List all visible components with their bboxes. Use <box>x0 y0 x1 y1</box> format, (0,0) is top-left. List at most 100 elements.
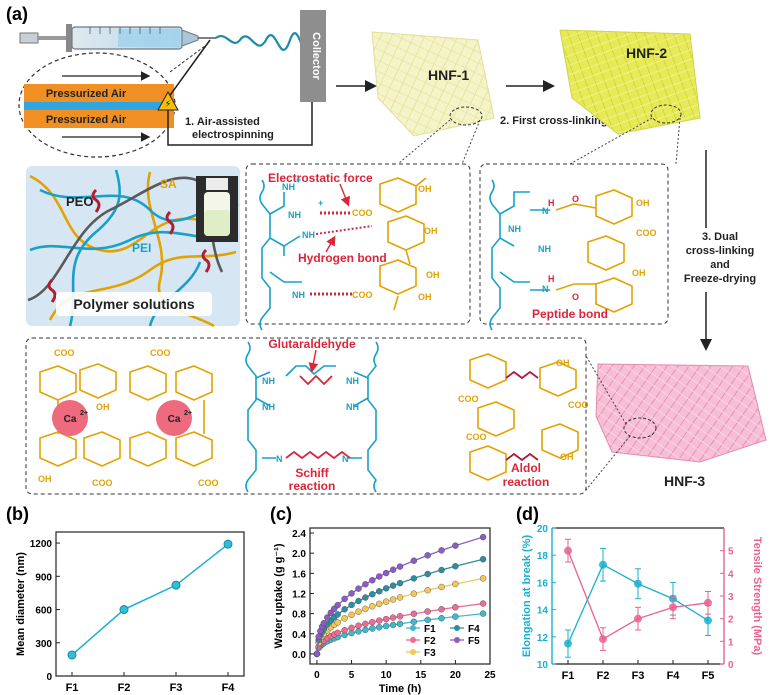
amine-label: NH <box>282 182 295 192</box>
data-point-F5 <box>376 573 383 580</box>
amine-label: NH <box>508 224 521 234</box>
carboxylate-label: COO <box>54 348 75 358</box>
aldol-reaction-line2: reaction <box>503 475 550 489</box>
y-tick-label: 1200 <box>30 539 53 550</box>
hnf2-zoom-circle <box>650 104 682 124</box>
hydroxyl-label: OH <box>632 268 646 278</box>
data-point-F1 <box>382 622 390 630</box>
legend-label: F2 <box>424 636 436 647</box>
x-tick-label: F4 <box>222 682 236 694</box>
high-voltage-icon: ⚡ <box>164 99 171 110</box>
legend-marker <box>454 625 460 631</box>
panel-label-c: (c) <box>270 504 292 524</box>
data-point-F5 <box>382 569 390 577</box>
data-point-F5 <box>438 547 445 554</box>
hnf3-mat <box>595 363 767 463</box>
data-point-F5 <box>410 557 418 564</box>
data-point-F5 <box>369 577 376 584</box>
x-tick-label: F3 <box>632 670 645 682</box>
data-point-F4 <box>389 582 397 589</box>
collector-plate: Collector <box>300 10 326 102</box>
data-point-F4 <box>382 585 390 592</box>
calcium-ion-left: Ca 2+ <box>64 410 88 425</box>
electrostatic-force-label: Electrostatic force <box>268 171 373 185</box>
data-point-F5 <box>334 601 341 609</box>
step2-label: 2. First cross-linking <box>500 115 608 127</box>
plot-frame <box>55 531 245 677</box>
amine-label: NH <box>538 244 551 254</box>
zoom-line-hnf3-top <box>585 355 627 425</box>
y-tick-label: 2.4 <box>292 529 306 540</box>
legend-label: F1 <box>424 624 436 635</box>
aldol-reaction-line1: Aldol <box>511 461 541 475</box>
x-tick-label: 25 <box>484 670 496 681</box>
data-point-F2 <box>334 629 341 637</box>
carboxylate-label: COO <box>352 290 373 300</box>
data-point-F2 <box>362 620 369 628</box>
data-point-F5 <box>324 614 331 621</box>
data-point <box>704 616 712 625</box>
peptide-bond-label: Peptide bond <box>532 307 608 321</box>
data-point-F4 <box>334 611 341 618</box>
data-point-F1 <box>376 624 383 631</box>
data-point-F4 <box>452 563 459 570</box>
data-point-F3 <box>355 608 362 615</box>
schiff-reaction-line1: Schiff <box>295 466 329 480</box>
data-point-F5 <box>320 619 328 627</box>
data-point-F3 <box>382 598 390 605</box>
data-point <box>171 580 181 590</box>
y-tick-label-right: 2 <box>728 615 734 626</box>
amine-label: NH <box>346 376 359 386</box>
y-tick-label-left: 20 <box>537 524 549 535</box>
amine-label: NH <box>262 376 275 386</box>
peptide-atoms: H N O H N O NH NH COO OH OH <box>508 194 657 302</box>
imine-n-label: N <box>342 454 349 464</box>
plus-sign: + <box>296 175 301 185</box>
hydrogen-bond-label: Hydrogen bond <box>298 251 387 265</box>
hydroxyl-label: OH <box>560 452 574 462</box>
data-point-F5 <box>396 563 404 570</box>
amine-label: NH <box>302 230 315 240</box>
panel-label-b: (b) <box>6 504 29 524</box>
hydroxyl-label: OH <box>426 270 440 280</box>
legend-marker <box>410 625 416 631</box>
data-point-F3 <box>341 615 348 622</box>
data-point <box>564 546 572 555</box>
data-point-F5 <box>313 650 321 658</box>
data-point-F2 <box>396 613 404 620</box>
data-point-F3 <box>389 596 397 603</box>
x-tick-label: 5 <box>349 670 355 681</box>
data-point-F3 <box>362 605 369 613</box>
schiff-reaction-line2: reaction <box>289 479 336 493</box>
y-tick-label-left: 12 <box>537 633 549 644</box>
data-point-F4 <box>341 606 348 613</box>
series-line <box>71 543 229 656</box>
hnf2-label: HNF-2 <box>626 45 667 61</box>
data-point-F4 <box>362 594 369 601</box>
x-tick-label: F3 <box>170 682 183 694</box>
peptide-h-label: H <box>548 274 555 284</box>
imine-n-label: N <box>276 454 283 464</box>
data-point-F1 <box>389 621 397 629</box>
electrostatic-interaction-box <box>245 163 471 331</box>
data-point-F2 <box>369 618 376 626</box>
peptide-bond-box <box>479 163 669 331</box>
y-tick-label-right: 3 <box>728 592 734 603</box>
data-point-F3 <box>369 603 376 610</box>
y-tick-label-right: 4 <box>728 569 734 580</box>
data-point <box>599 560 607 569</box>
data-point-F4 <box>424 570 431 578</box>
legend-marker <box>410 637 416 643</box>
legend-marker <box>410 649 416 655</box>
y-axis-label-left: Elongation at break (%) <box>521 535 533 658</box>
bottom-box-atoms: COO COO OH OH COO COO NH NH NH NH N N CO… <box>38 348 589 488</box>
step3-label-line4: Freeze-drying <box>684 273 756 285</box>
hnf3-label: HNF-3 <box>664 473 705 489</box>
data-point-F1 <box>369 625 376 632</box>
step3-label-line1: 3. Dual <box>702 231 738 243</box>
y-tick-label: 900 <box>35 572 52 583</box>
data-point-F2 <box>389 614 397 621</box>
calcium-label: Ca <box>168 414 181 425</box>
